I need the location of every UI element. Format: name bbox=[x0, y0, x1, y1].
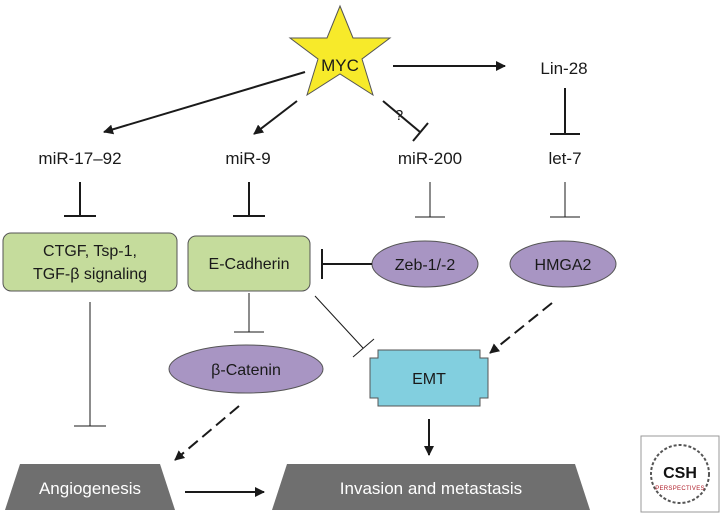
let7-label: let-7 bbox=[548, 149, 581, 168]
inhibit-ecadherin-to-emt-bar bbox=[352, 338, 375, 358]
mir200-label: miR-200 bbox=[398, 149, 462, 168]
arrow-myc-to-mir9 bbox=[253, 100, 298, 135]
ctgf-line-2: TGF-β signaling bbox=[33, 266, 147, 283]
beta-catenin-ellipse bbox=[168, 344, 324, 394]
lin28-label: Lin-28 bbox=[540, 59, 587, 78]
logo-sub-text: PERSPECTIVES bbox=[655, 486, 705, 492]
ctgf-line-1: CTGF, Tsp-1, bbox=[43, 243, 137, 260]
mir17-92-label: miR-17–92 bbox=[38, 149, 121, 168]
beta-catenin-label: β-Catenin bbox=[211, 362, 281, 379]
emt-box bbox=[369, 349, 489, 407]
emt-label: EMT bbox=[412, 371, 446, 388]
hmga2-ellipse bbox=[509, 240, 617, 288]
zeb-label: Zeb-1/-2 bbox=[395, 257, 456, 274]
arrow-hmga2-to-emt bbox=[489, 302, 553, 354]
myc-label: MYC bbox=[321, 56, 359, 75]
inhibit-myc-to-mir200 bbox=[382, 100, 421, 133]
inhibit-ecadherin-to-emt bbox=[314, 295, 364, 349]
e-cadherin-box bbox=[187, 235, 311, 292]
angiogenesis-box bbox=[5, 464, 175, 510]
csh-perspectives-logo: CSH PERSPECTIVES bbox=[640, 435, 720, 513]
myc-star bbox=[288, 4, 392, 97]
arrow-beta-catenin-to-angiogenesis bbox=[174, 405, 240, 461]
ctgf-tsp1-tgfb-box bbox=[2, 232, 178, 292]
mir9-label: miR-9 bbox=[225, 149, 270, 168]
angiogenesis-label: Angiogenesis bbox=[39, 479, 141, 498]
inhibit-myc-to-mir200-bar bbox=[412, 122, 429, 142]
logo-main-text: CSH bbox=[663, 465, 697, 482]
hmga2-label: HMGA2 bbox=[535, 257, 592, 274]
e-cadherin-label: E-Cadherin bbox=[209, 256, 290, 273]
arrow-myc-to-mir17 bbox=[103, 71, 306, 135]
invasion-metastasis-label: Invasion and metastasis bbox=[340, 479, 522, 498]
invasion-metastasis-box bbox=[272, 464, 590, 510]
